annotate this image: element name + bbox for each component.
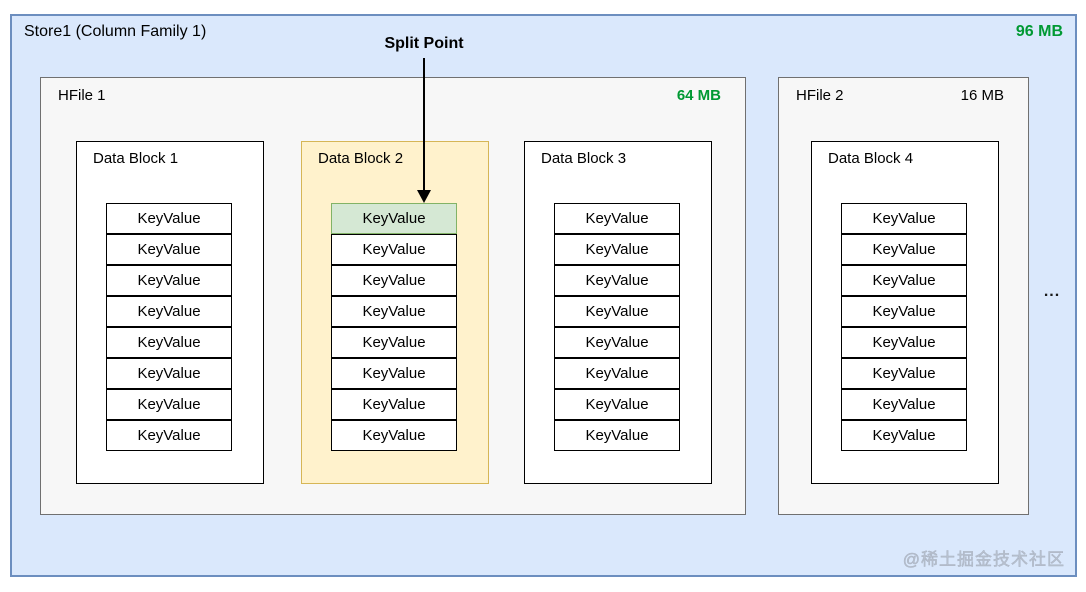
keyvalue-cell: KeyValue [554, 265, 680, 296]
keyvalue-cell: KeyValue [841, 327, 967, 358]
keyvalue-cell: KeyValue [106, 327, 232, 358]
keyvalue-cell: KeyValue [554, 203, 680, 234]
hfile1-size-label: 64 MB [676, 87, 721, 104]
keyvalue-cell: KeyValue [554, 327, 680, 358]
hfile1-title: HFile 1 [58, 87, 106, 104]
keyvalue-cell: KeyValue [841, 234, 967, 265]
hfile1-header: HFile 1 64 MB [41, 78, 745, 104]
keyvalue-cell: KeyValue [841, 203, 967, 234]
keyvalue-cell: KeyValue [841, 296, 967, 327]
hfile2-size-label: 16 MB [960, 87, 1004, 104]
keyvalue-cell: KeyValue [554, 358, 680, 389]
keyvalue-cell: KeyValue [106, 296, 232, 327]
hfile2-title: HFile 2 [796, 87, 844, 104]
keyvalue-cell: KeyValue [106, 203, 232, 234]
data-block-2-title: Data Block 2 [318, 150, 404, 167]
split-point-label: Split Point [384, 35, 464, 52]
data-block-3-title: Data Block 3 [541, 150, 627, 167]
keyvalue-cell: KeyValue [106, 420, 232, 451]
keyvalue-cell: KeyValue [331, 203, 457, 234]
keyvalue-cell: KeyValue [841, 358, 967, 389]
keyvalue-cell: KeyValue [331, 234, 457, 265]
keyvalue-cell: KeyValue [554, 389, 680, 420]
keyvalue-cell: KeyValue [331, 358, 457, 389]
keyvalue-cell: KeyValue [841, 265, 967, 296]
keyvalue-cell: KeyValue [106, 358, 232, 389]
keyvalue-cell: KeyValue [106, 234, 232, 265]
data-block-1-title: Data Block 1 [93, 150, 179, 167]
keyvalue-cell: KeyValue [106, 389, 232, 420]
split-point-arrow-line [423, 58, 425, 191]
keyvalue-cell: KeyValue [554, 296, 680, 327]
keyvalue-cell: KeyValue [331, 327, 457, 358]
keyvalue-cell: KeyValue [331, 265, 457, 296]
keyvalue-cell: KeyValue [554, 420, 680, 451]
watermark: @稀土掘金技术社区 [902, 550, 1065, 570]
keyvalue-cell: KeyValue [331, 389, 457, 420]
more-hfiles-ellipsis: ... [1043, 283, 1061, 300]
data-block-4-title: Data Block 4 [828, 150, 914, 167]
keyvalue-cell: KeyValue [841, 420, 967, 451]
store-size-label: 96 MB [1015, 23, 1063, 40]
hfile2-header: HFile 2 16 MB [779, 78, 1028, 104]
keyvalue-cell: KeyValue [106, 265, 232, 296]
keyvalue-cell: KeyValue [331, 420, 457, 451]
keyvalue-cell: KeyValue [841, 389, 967, 420]
split-point-arrowhead-icon [417, 190, 431, 203]
store-title: Store1 (Column Family 1) [24, 23, 207, 40]
keyvalue-cell: KeyValue [554, 234, 680, 265]
keyvalue-cell: KeyValue [331, 296, 457, 327]
